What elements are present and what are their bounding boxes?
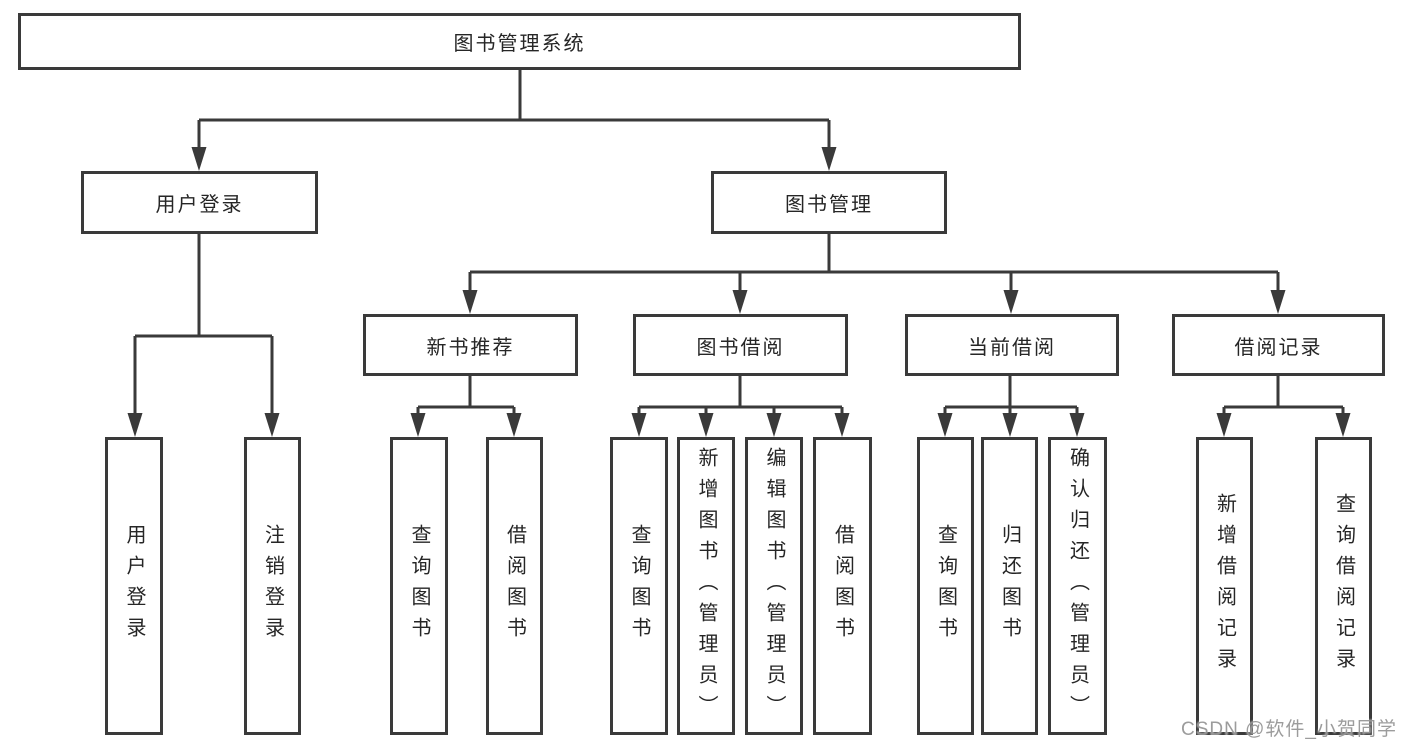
leaf-borrow-books-recommend: 借阅图书 (486, 437, 543, 735)
connector-root (197, 70, 831, 152)
leaf-add-books-admin: 新增图书（管理员） (677, 437, 735, 735)
leaf-edit-books-admin: 编辑图书（管理员） (745, 437, 803, 735)
leaf-query-books-borrow: 查询图书 (610, 437, 668, 735)
node-label: 当前借阅 (968, 336, 1056, 359)
node-book-management-system: 图书管理系统 (18, 13, 1021, 70)
leaf-confirm-return-admin: 确认归还（管理员） (1048, 437, 1107, 735)
node-borrow-records: 借阅记录 (1172, 314, 1385, 376)
node-label: 用户登录 (155, 194, 244, 216)
node-current-borrow: 当前借阅 (905, 314, 1119, 376)
leaf-user-login: 用户登录 (105, 437, 163, 735)
node-label: 注销登录 (261, 524, 284, 648)
node-user-login: 用户登录 (81, 171, 318, 234)
connector-book-management (468, 234, 1280, 297)
node-label: 借阅图书 (831, 524, 854, 648)
node-label: 查询图书 (934, 524, 957, 648)
leaf-query-borrow-record: 查询借阅记录 (1315, 437, 1372, 735)
leaf-logout: 注销登录 (244, 437, 301, 735)
node-label: 新增图书（管理员） (695, 446, 717, 726)
node-label: 借阅记录 (1234, 336, 1323, 359)
node-label: 确认归还（管理员） (1066, 446, 1089, 726)
node-label: 图书管理 (785, 194, 873, 216)
leaf-query-books-current: 查询图书 (917, 437, 974, 735)
node-label: 新增借阅记录 (1213, 493, 1236, 679)
node-label: 查询借阅记录 (1332, 493, 1355, 679)
node-book-borrow: 图书借阅 (633, 314, 848, 376)
node-new-book-recommend: 新书推荐 (363, 314, 578, 376)
connector-user-login (133, 234, 274, 418)
node-label: 编辑图书（管理员） (763, 446, 785, 726)
connector-new-book-recommend (416, 376, 516, 420)
node-label: 图书管理系统 (453, 33, 586, 55)
node-label: 查询图书 (628, 524, 650, 648)
node-label: 查询图书 (408, 524, 430, 648)
node-label: 新书推荐 (426, 336, 515, 359)
leaf-borrow-books: 借阅图书 (813, 437, 872, 735)
connector-borrow-records (1222, 376, 1345, 420)
connector-book-borrow (637, 376, 844, 420)
node-label: 借阅图书 (503, 524, 526, 648)
csdn-watermark: CSDN @软件_小贺同学 (1181, 719, 1397, 740)
node-book-management: 图书管理 (711, 171, 947, 234)
leaf-return-books: 归还图书 (981, 437, 1038, 735)
node-label: 归还图书 (998, 524, 1021, 648)
leaf-add-borrow-record: 新增借阅记录 (1196, 437, 1253, 735)
arrowheads (127, 147, 1351, 437)
leaf-query-books-recommend: 查询图书 (390, 437, 448, 735)
node-label: 用户登录 (123, 524, 145, 648)
node-label: 图书借阅 (696, 336, 785, 359)
